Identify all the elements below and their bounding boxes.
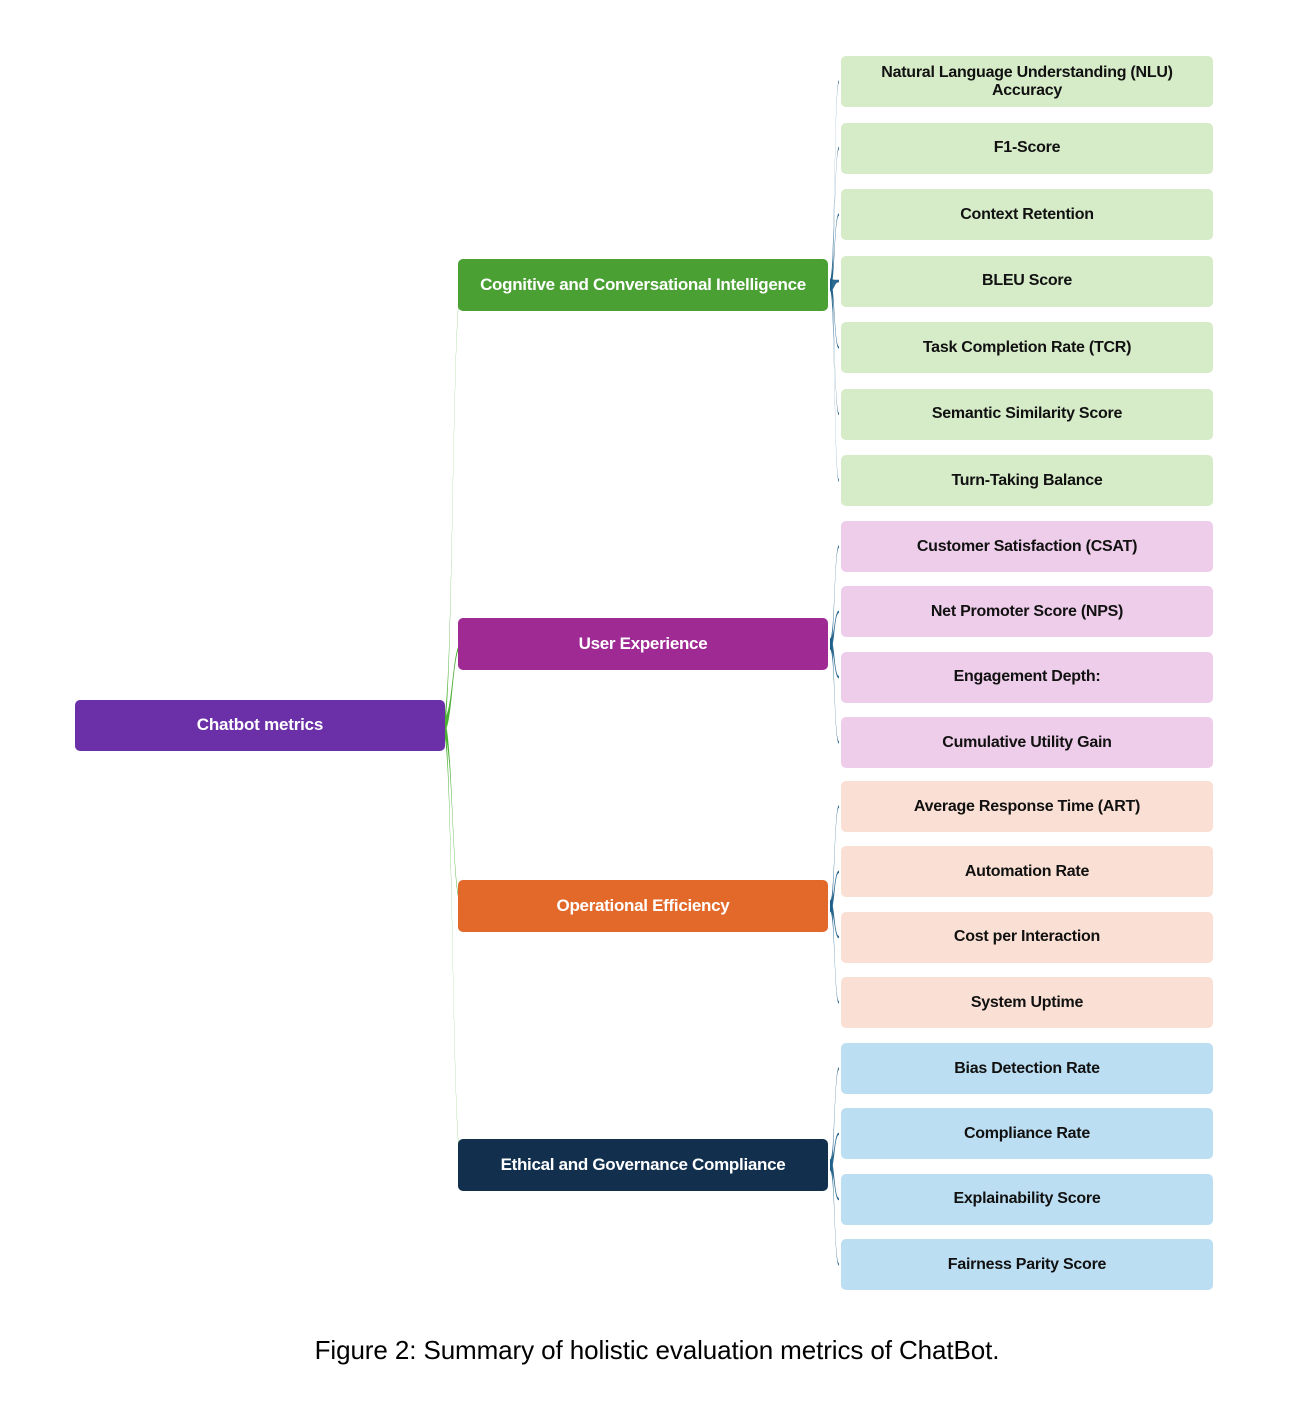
leaf-node-label: BLEU Score <box>982 272 1072 290</box>
leaf-node-label: Automation Rate <box>964 863 1090 880</box>
leaf-node[interactable]: System Uptime <box>841 976 1213 1028</box>
root-node-label: Chatbot metrics <box>196 715 324 735</box>
leaf-node[interactable]: Cumulative Utility Gain <box>841 716 1213 768</box>
category-node-label: Operational Efficiency <box>556 895 730 915</box>
category-node-user-experience[interactable]: User Experience <box>458 618 828 670</box>
leaf-node[interactable]: Automation Rate <box>841 846 1213 898</box>
leaf-node[interactable]: Context Retention <box>841 189 1213 240</box>
category-node-label: Ethical and Governance Compliance <box>500 1154 786 1174</box>
leaf-node[interactable]: Customer Satisfaction (CSAT) <box>841 521 1213 572</box>
leaf-node-label: Context Retention <box>960 205 1094 223</box>
category-node-operational-efficiency[interactable]: Operational Efficiency <box>458 880 828 932</box>
leaf-node[interactable]: Fairness Parity Score <box>841 1238 1213 1290</box>
leaf-node[interactable]: Semantic Similarity Score <box>841 388 1213 440</box>
leaf-node-label: Turn-Taking Balance <box>951 471 1103 489</box>
root-node-chatbot-metrics[interactable]: Chatbot metrics <box>75 700 445 751</box>
leaf-node[interactable]: Cost per Interaction <box>841 911 1213 963</box>
leaf-node[interactable]: Engagement Depth: <box>841 651 1213 703</box>
leaf-node[interactable]: Compliance Rate <box>841 1108 1213 1160</box>
leaf-node[interactable]: Explainability Score <box>841 1173 1213 1225</box>
leaf-node-label: Average Response Time (ART) <box>913 797 1141 815</box>
leaf-node-label: F1-Score <box>993 139 1061 157</box>
category-node-ethical-governance[interactable]: Ethical and Governance Compliance <box>458 1139 828 1191</box>
leaf-node-label: Customer Satisfaction (CSAT) <box>916 537 1138 555</box>
leaf-node[interactable]: Average Response Time (ART) <box>841 781 1213 832</box>
category-node-label: User Experience <box>578 633 708 653</box>
category-node-label: Cognitive and Conversational Intelligenc… <box>480 274 806 294</box>
leaf-node-label: Task Completion Rate (TCR) <box>922 338 1132 356</box>
leaf-node-label: Natural Language Understanding (NLU) Acc… <box>881 63 1173 99</box>
leaf-node[interactable]: Turn-Taking Balance <box>841 455 1213 506</box>
leaf-node-label: Engagement Depth: <box>953 668 1101 686</box>
leaf-node-label: Semantic Similarity Score <box>931 405 1123 423</box>
leaf-node-label: Explainability Score <box>953 1190 1101 1208</box>
leaf-node-label: Cumulative Utility Gain <box>942 733 1112 751</box>
category-node-cognitive[interactable]: Cognitive and Conversational Intelligenc… <box>458 259 828 311</box>
leaf-node-label: Bias Detection Rate <box>954 1059 1100 1077</box>
leaf-node[interactable]: Bias Detection Rate <box>841 1043 1213 1094</box>
leaf-node-label: Net Promoter Score (NPS) <box>930 603 1124 620</box>
leaf-node-label: System Uptime <box>970 993 1084 1011</box>
figure-caption: Figure 2: Summary of holistic evaluation… <box>314 1335 1000 1365</box>
leaf-node-label: Cost per Interaction <box>953 928 1101 946</box>
leaf-node-label: Fairness Parity Score <box>947 1255 1107 1273</box>
leaf-node[interactable]: F1-Score <box>841 122 1213 174</box>
leaf-node[interactable]: Net Promoter Score (NPS) <box>841 586 1213 638</box>
leaf-node[interactable]: BLEU Score <box>841 255 1213 307</box>
leaf-node[interactable]: Natural Language Understanding (NLU) Acc… <box>841 56 1213 107</box>
leaf-node[interactable]: Task Completion Rate (TCR) <box>841 322 1213 373</box>
leaf-node-label: Compliance Rate <box>963 1125 1091 1142</box>
